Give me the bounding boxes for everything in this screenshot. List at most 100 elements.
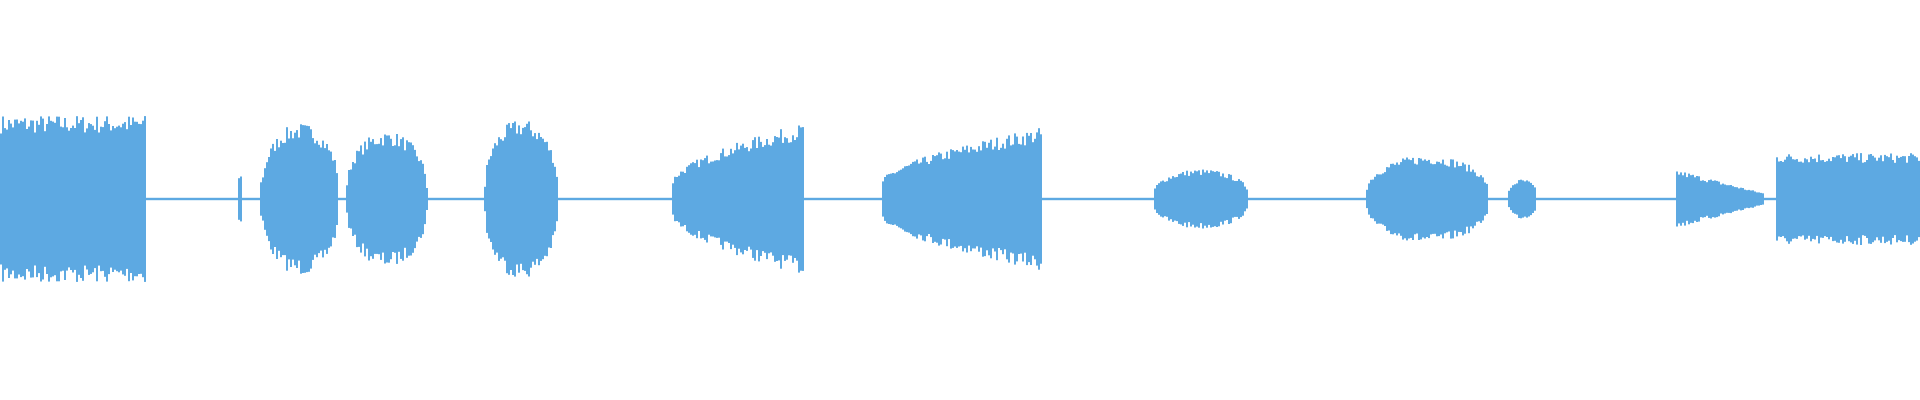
waveform-bar bbox=[72, 125, 74, 273]
waveform-bar bbox=[1842, 154, 1844, 244]
waveform-bar bbox=[532, 136, 534, 262]
waveform-bar bbox=[1072, 197, 1074, 201]
waveform-bar bbox=[1286, 197, 1288, 201]
waveform-bar bbox=[422, 163, 424, 235]
waveform-bar bbox=[80, 120, 82, 278]
waveform-bar bbox=[1590, 197, 1592, 201]
waveform-bar bbox=[886, 174, 888, 224]
waveform-bar bbox=[472, 197, 474, 201]
waveform-bar bbox=[796, 137, 798, 261]
waveform-bar bbox=[660, 197, 662, 201]
waveform-bar bbox=[888, 174, 890, 224]
waveform-bar bbox=[1266, 197, 1268, 201]
waveform-bar bbox=[350, 169, 352, 229]
waveform-bar bbox=[820, 197, 822, 201]
waveform-bar bbox=[1014, 133, 1016, 265]
waveform-bar bbox=[788, 142, 790, 256]
waveform-bar bbox=[1138, 197, 1140, 201]
waveform-bar bbox=[102, 127, 104, 271]
waveform-bar bbox=[1376, 174, 1378, 224]
waveform-bar bbox=[1454, 167, 1456, 231]
waveform-bar bbox=[1572, 197, 1574, 201]
waveform-bar bbox=[648, 197, 650, 201]
waveform-bar bbox=[1756, 192, 1758, 206]
waveform-bar bbox=[192, 197, 194, 201]
waveform-bar bbox=[880, 197, 882, 201]
waveform-bar bbox=[1714, 180, 1716, 218]
waveform-bar bbox=[394, 145, 396, 253]
waveform-bar bbox=[308, 126, 310, 272]
waveform-bar bbox=[1846, 161, 1848, 237]
waveform-bar bbox=[1738, 188, 1740, 210]
waveform-bar bbox=[1870, 154, 1872, 244]
waveform-bar bbox=[1108, 197, 1110, 201]
waveform-bar bbox=[328, 150, 330, 248]
waveform-bar bbox=[590, 197, 592, 201]
waveform-bar bbox=[644, 197, 646, 201]
waveform-bar bbox=[1354, 197, 1356, 201]
waveform-bar bbox=[1906, 162, 1908, 236]
waveform-bar bbox=[1472, 169, 1474, 229]
waveform-bar bbox=[1078, 197, 1080, 201]
waveform-bar bbox=[782, 142, 784, 256]
waveform-bar bbox=[1484, 182, 1486, 216]
waveform-bar bbox=[1512, 185, 1514, 213]
waveform-bar bbox=[174, 197, 176, 201]
waveform-bar bbox=[1464, 164, 1466, 234]
waveform-bar bbox=[678, 175, 680, 223]
waveform-bar bbox=[1094, 197, 1096, 201]
waveform-bar bbox=[158, 197, 160, 201]
waveform-bar bbox=[690, 163, 692, 235]
waveform-bar bbox=[1892, 160, 1894, 238]
waveform-bar bbox=[1262, 197, 1264, 201]
waveform-bar bbox=[1394, 164, 1396, 234]
waveform-bar bbox=[904, 166, 906, 232]
waveform-bar bbox=[476, 197, 478, 201]
waveform-bar bbox=[1824, 161, 1826, 237]
waveform-bar bbox=[1682, 175, 1684, 223]
waveform-bar bbox=[504, 137, 506, 261]
waveform-bar bbox=[740, 145, 742, 253]
waveform-bar bbox=[1368, 183, 1370, 215]
waveform-bar bbox=[68, 130, 70, 268]
waveform-bar bbox=[1086, 197, 1088, 201]
waveform-bar bbox=[848, 197, 850, 201]
waveform-bar bbox=[1774, 197, 1776, 201]
waveform-bar bbox=[1418, 158, 1420, 240]
waveform-bar bbox=[1410, 160, 1412, 238]
waveform-bar bbox=[538, 132, 540, 266]
waveform-bar bbox=[1172, 176, 1174, 222]
waveform-bar bbox=[708, 163, 710, 235]
waveform-bar bbox=[364, 141, 366, 257]
waveform-bar bbox=[1224, 177, 1226, 221]
waveform-bar bbox=[1232, 180, 1234, 218]
waveform-bar bbox=[20, 120, 22, 278]
waveform-bar bbox=[392, 146, 394, 252]
waveform-bar bbox=[698, 167, 700, 231]
waveform-bar bbox=[1332, 197, 1334, 201]
waveform-bar bbox=[1574, 197, 1576, 201]
waveform-bar bbox=[1778, 161, 1780, 237]
waveform-bar bbox=[1636, 197, 1638, 201]
waveform-bar bbox=[930, 160, 932, 238]
waveform-bar bbox=[1620, 197, 1622, 201]
waveform-bar bbox=[1508, 190, 1510, 208]
waveform-bar bbox=[1694, 177, 1696, 221]
waveform-bar bbox=[526, 123, 528, 275]
waveform-bar bbox=[1514, 184, 1516, 214]
waveform-bar bbox=[1640, 197, 1642, 201]
waveform-bar bbox=[36, 120, 38, 278]
waveform-bar bbox=[1424, 159, 1426, 239]
waveform-bar bbox=[66, 127, 68, 271]
waveform-bar bbox=[1598, 197, 1600, 201]
waveform-bar bbox=[1030, 133, 1032, 265]
waveform-bar bbox=[1592, 197, 1594, 201]
waveform-bar bbox=[612, 197, 614, 201]
waveform-bar bbox=[290, 131, 292, 267]
waveform-bar bbox=[76, 116, 78, 282]
waveform-bar bbox=[674, 176, 676, 222]
waveform-bar bbox=[524, 127, 526, 271]
waveform-bar bbox=[862, 197, 864, 201]
waveform-bar bbox=[1154, 188, 1156, 210]
waveform-bar bbox=[1382, 173, 1384, 225]
